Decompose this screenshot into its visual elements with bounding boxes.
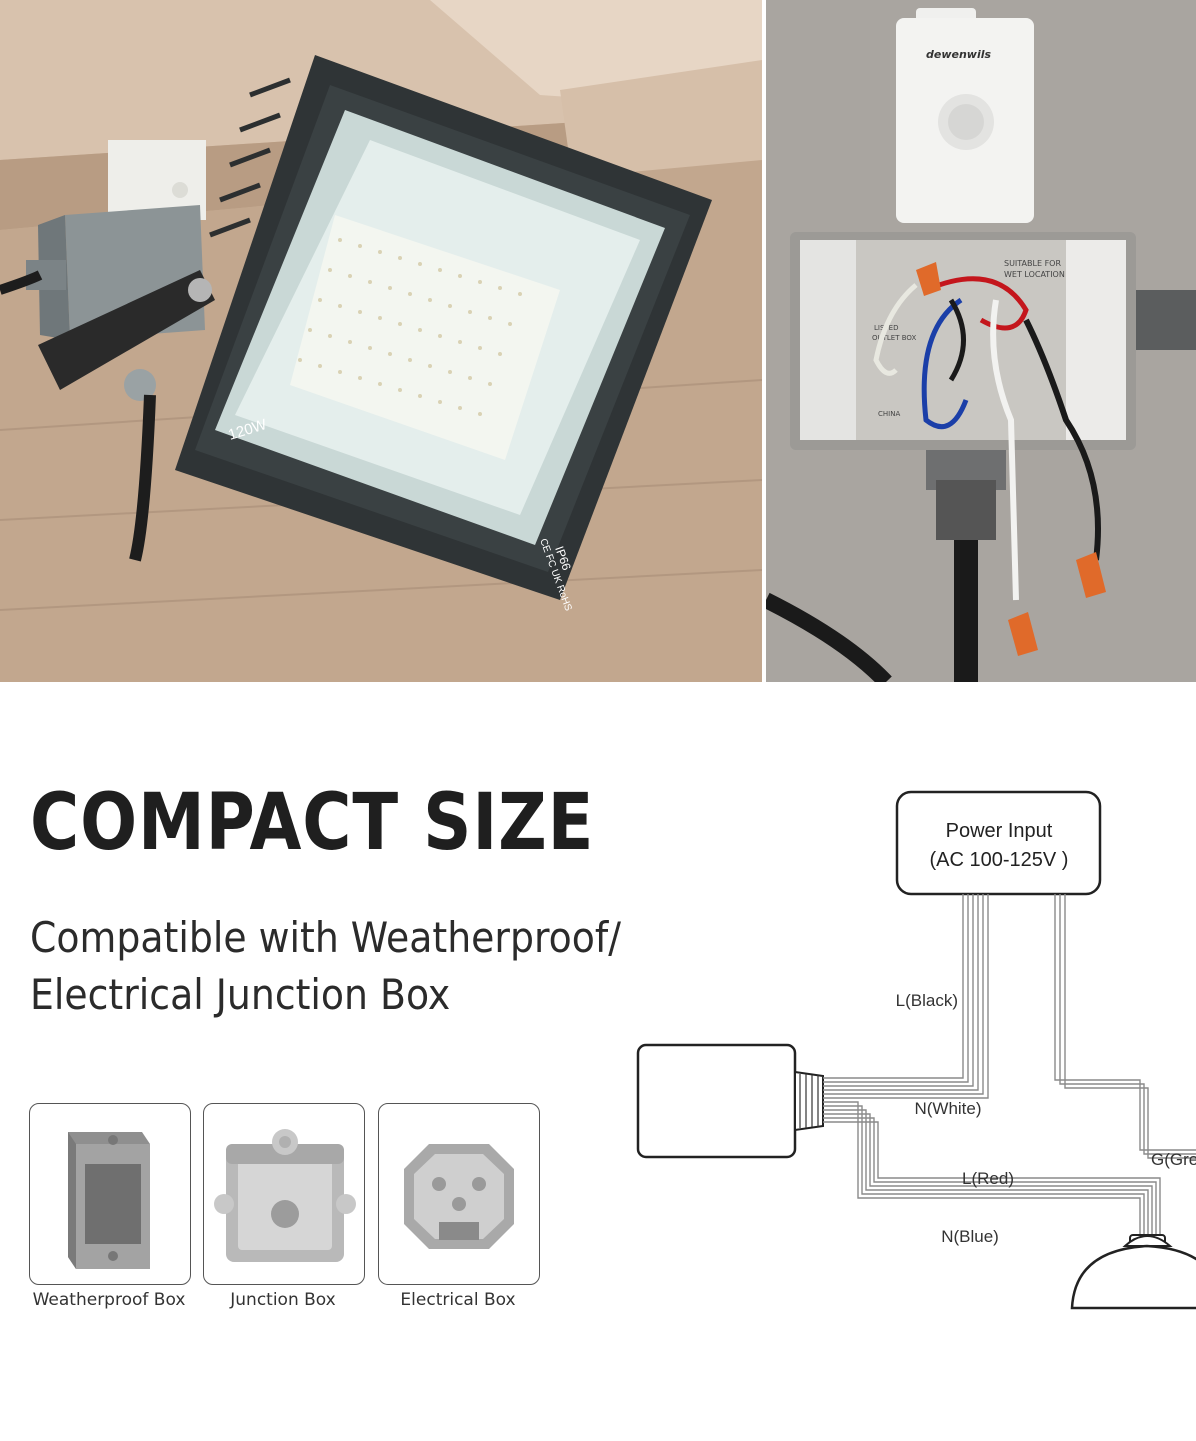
label-n-blue: N(Blue): [941, 1227, 999, 1246]
photo-divider: [762, 0, 766, 682]
wiring-diagram: Power Input (AC 100-125V ): [630, 780, 1196, 1320]
label-l-black: L(Black): [896, 991, 958, 1010]
label-n-white: N(White): [914, 1099, 981, 1118]
floodlight-photo: 120W IP66 CE FC UK RoHS: [0, 0, 762, 682]
junction-box-label: Junction Box: [230, 1290, 336, 1310]
weatherproof-box-card: [29, 1103, 191, 1285]
weatherproof-box-icon: [68, 1132, 150, 1269]
power-input-box: [895, 790, 1102, 896]
outlet-text: OUTLET BOX: [872, 334, 916, 342]
origin-text: CHINA: [878, 410, 900, 418]
brand-label: dewenwils: [926, 48, 991, 61]
label-g-green: G(Green): [1151, 1150, 1196, 1169]
power-input-line-2: (AC 100-125V ): [930, 849, 1069, 871]
box-text-2: WET LOCATION: [1004, 270, 1065, 279]
sensor-wiring-photo: dewenwils SUITABLE FOR WET LOCATION LIST…: [766, 0, 1196, 682]
power-input-line-1: Power Input: [946, 820, 1053, 842]
junction-box-icon: [214, 1129, 356, 1262]
label-l-red: L(Red): [962, 1169, 1014, 1188]
led-array: [298, 238, 522, 416]
sensor-box: [636, 1043, 797, 1159]
electrical-box-label: Electrical Box: [400, 1290, 516, 1310]
subheadline-line-1: Compatible with Weatherproof/: [30, 913, 621, 962]
electrical-box-icon: [404, 1144, 514, 1249]
electrical-box-card: [378, 1103, 540, 1285]
lamp-icon: [1070, 1244, 1196, 1310]
weatherproof-box-label: Weatherproof Box: [32, 1290, 186, 1310]
headline: COMPACT SIZE: [30, 778, 595, 868]
box-text-1: SUITABLE FOR: [1004, 259, 1061, 268]
subheadline-line-2: Electrical Junction Box: [30, 970, 451, 1019]
junction-box-card: [203, 1103, 365, 1285]
